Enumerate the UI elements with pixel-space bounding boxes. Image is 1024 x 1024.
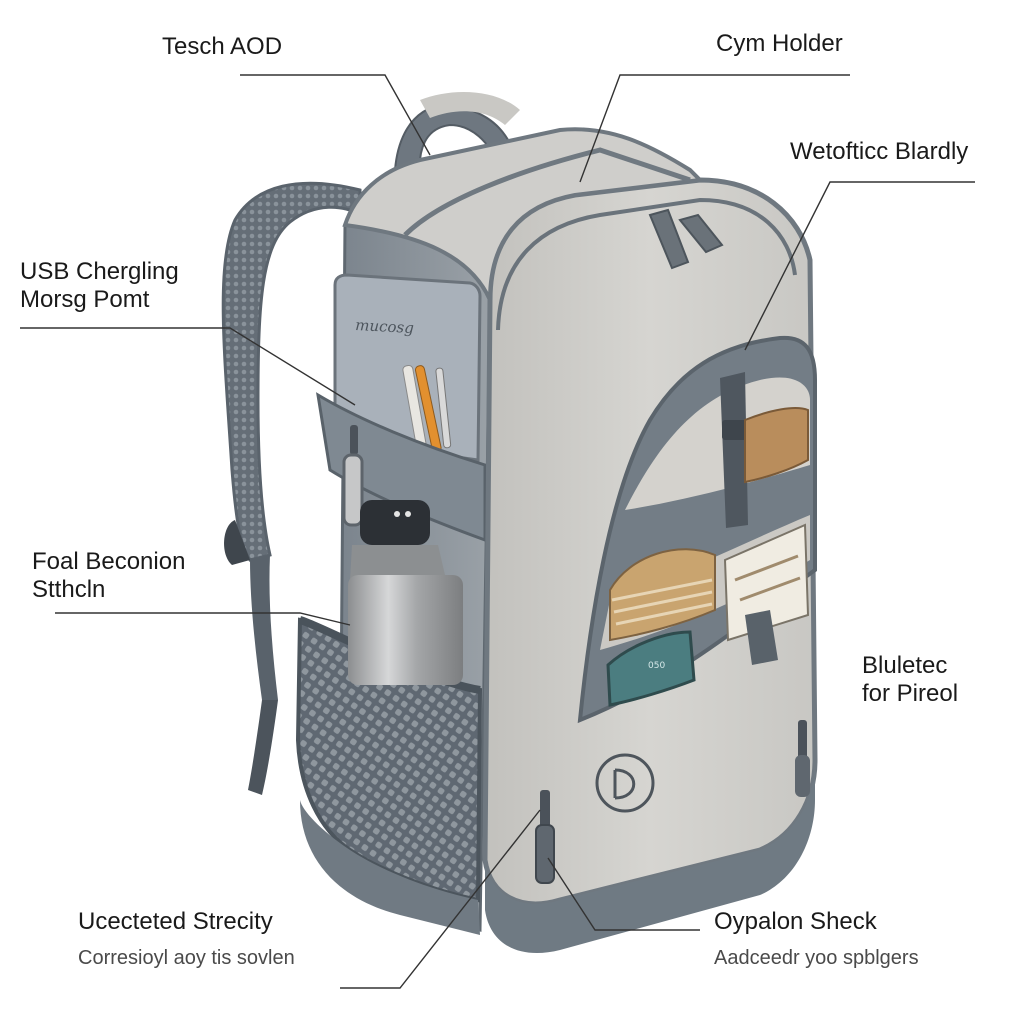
water-bottle — [348, 500, 463, 685]
label-usb-line2: Morsg Pomt — [20, 286, 150, 313]
notebook-text: mucosg — [355, 316, 414, 337]
label-bluletec: Bluletec for Pireol — [862, 652, 958, 708]
label-tesch-aod: Tesch AOD — [162, 33, 283, 60]
bottom-base — [485, 760, 815, 954]
side-zipper-pull — [342, 425, 364, 527]
label-ucecteted: Ucecteted Strecity Corresioyl aoy tis so… — [78, 908, 295, 972]
leader-oypalon — [547, 857, 700, 931]
leader-wetofticc — [744, 181, 975, 351]
label-usb-charging: USB Chergling Morsg Pomt — [20, 258, 179, 314]
leader-lines — [20, 74, 975, 989]
leader-foal — [55, 612, 351, 626]
label-foal-line2: Stthcln — [32, 576, 106, 603]
shoulder-strap — [221, 181, 362, 795]
label-cym-holder: Cym Holder — [716, 30, 843, 57]
label-bluletec-line2: for Pireol — [862, 680, 959, 707]
label-wetofticc: Wetofticc Blardly — [790, 138, 969, 165]
front-zipper-pull — [535, 790, 555, 884]
label-bluletec-line1: Bluletec — [862, 652, 948, 679]
label-oypalon: Oypalon Sheck Aadceedr yoo spblgers — [714, 908, 919, 972]
leader-cym — [579, 74, 850, 183]
label-ucecteted-sub: Corresioyl aoy tis sovlen — [78, 947, 295, 969]
label-oypalon-title: Oypalon Sheck — [714, 908, 877, 935]
leader-tesch — [240, 74, 431, 156]
front-pocket: 050 — [577, 335, 817, 724]
brand-logo — [595, 753, 655, 813]
phone-text: 050 — [648, 661, 665, 671]
pens — [402, 364, 452, 456]
side-zipper-pull-right — [795, 720, 810, 797]
top-zipper-pull — [648, 208, 724, 270]
leader-usb — [20, 327, 356, 406]
label-foal-line1: Foal Beconion — [32, 548, 186, 575]
label-ucecteted-title: Ucecteted Strecity — [78, 908, 273, 935]
label-oypalon-sub: Aadceedr yoo spblgers — [714, 947, 919, 969]
leader-ucecteted — [340, 809, 541, 989]
label-foal-beconion: Foal Beconion Stthcln — [32, 548, 185, 604]
label-usb-line1: USB Chergling — [20, 258, 179, 285]
side-pocket-flap — [316, 392, 487, 543]
